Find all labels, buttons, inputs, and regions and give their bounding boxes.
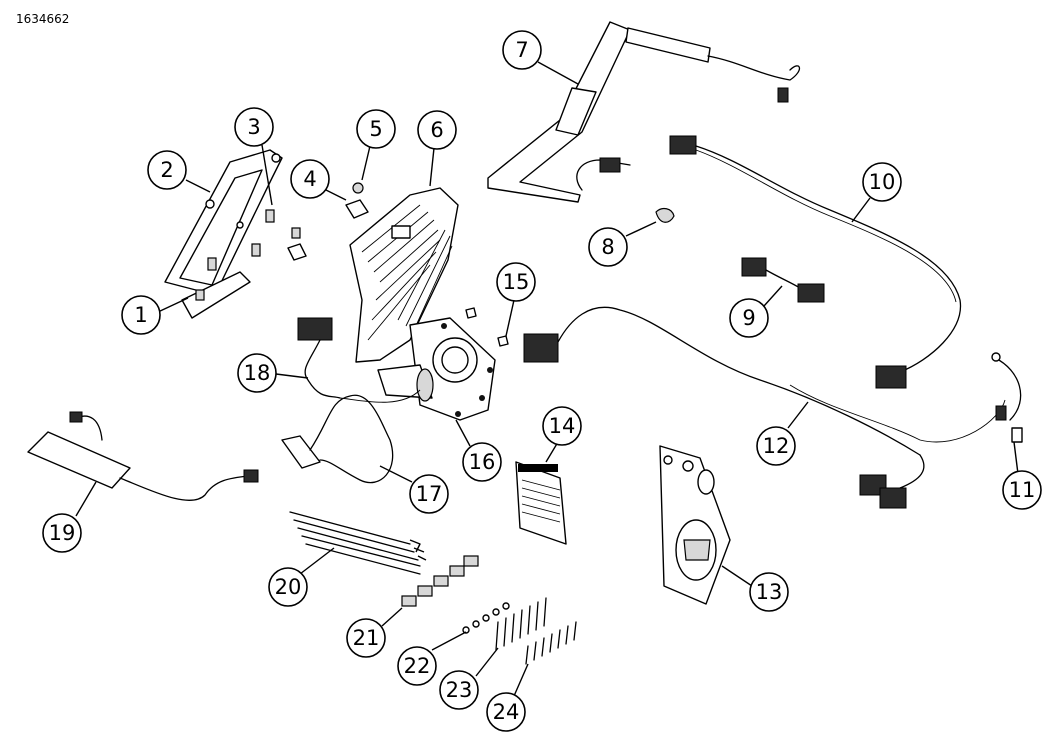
callout-13: 13 [749,572,789,612]
part-9-adapter [741,257,825,303]
callout-1-label: 1 [134,303,147,327]
callout-19-label: 19 [49,521,76,545]
callout-17-label: 17 [416,482,443,506]
callout-3: 3 [234,107,274,147]
callout-16: 16 [462,442,502,482]
part-10-harness [669,135,962,389]
callout-11: 11 [1002,470,1042,510]
part-4-5-clips [287,182,369,261]
callout-4: 4 [290,159,330,199]
callout-14: 14 [542,406,582,446]
callout-9-label: 9 [742,306,755,330]
callout-10-label: 10 [869,170,896,194]
callout-7: 7 [502,30,542,70]
part-13-plate [659,445,731,605]
callout-21: 21 [346,618,386,658]
callout-15: 15 [496,262,536,302]
callout-14-label: 14 [549,414,576,438]
callout-10: 10 [862,162,902,202]
callout-5: 5 [356,109,396,149]
callout-24-label: 24 [493,700,520,724]
part-21-mounts [401,555,479,607]
part-7-arm [487,21,801,203]
callout-12-label: 12 [763,434,790,458]
callout-20: 20 [268,567,308,607]
callout-6: 6 [417,110,457,150]
part-17-harness [281,389,421,484]
callout-17: 17 [409,474,449,514]
callout-9: 9 [729,298,769,338]
part-22-24-hardware [462,597,577,665]
part-18-harness [297,317,341,399]
part-2-bracket [164,149,283,319]
callout-8-label: 8 [601,235,614,259]
callout-19: 19 [42,513,82,553]
part-3-fasteners [195,209,275,301]
callout-1: 1 [121,295,161,335]
callout-16-label: 16 [469,450,496,474]
callout-2: 2 [147,150,187,190]
callout-20-label: 20 [275,575,302,599]
callout-18: 18 [237,353,277,393]
callout-12: 12 [756,426,796,466]
part-20-cable-ties [289,511,427,575]
callout-23: 23 [439,670,479,710]
callout-22-label: 22 [404,654,431,678]
callout-4-label: 4 [303,167,316,191]
part-12-harness [523,306,1022,509]
part-19-bracket [27,411,259,501]
callout-11-label: 11 [1009,478,1036,502]
callout-23-label: 23 [446,678,473,702]
callout-6-label: 6 [430,118,443,142]
callout-3-label: 3 [247,115,260,139]
callout-21-label: 21 [353,626,380,650]
part-15-bolts [465,307,509,347]
part-8-cap [655,207,675,223]
callout-24: 24 [486,692,526,732]
callout-13-label: 13 [756,580,783,604]
part-11-clip [995,405,1023,443]
document-id: 1634662 [16,12,70,26]
callout-5-label: 5 [369,117,382,141]
part-14-label [515,461,567,545]
callout-18-label: 18 [244,361,271,385]
callout-8: 8 [588,227,628,267]
part-16-plate [377,317,496,421]
callout-2-label: 2 [160,158,173,182]
callout-22: 22 [397,646,437,686]
callout-15-label: 15 [503,270,530,294]
part-6-housing [349,187,459,363]
callout-7-label: 7 [515,38,528,62]
